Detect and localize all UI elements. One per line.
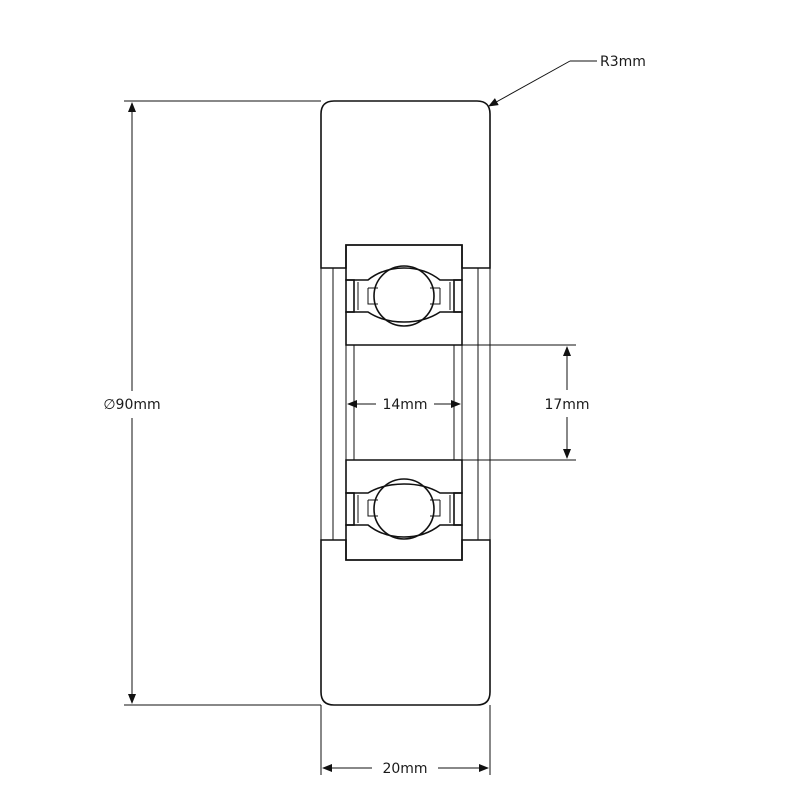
dimension-corner-radius: R3mm <box>488 54 646 107</box>
bearing-width-label: 14mm <box>382 397 427 413</box>
dimension-outer-diameter: ∅90mm <box>103 100 321 706</box>
bearing-upper <box>345 244 463 346</box>
corner-radius-label: R3mm <box>600 54 646 70</box>
dimension-width: 20mm <box>320 705 491 777</box>
tyre-lower-section <box>320 539 491 706</box>
tyre-upper-section <box>320 100 491 269</box>
width-label: 20mm <box>382 761 427 777</box>
bearing-lower <box>345 459 463 561</box>
outer-diameter-label: ∅90mm <box>103 397 160 413</box>
tyre-inner-edges <box>320 268 491 540</box>
bore-label: 17mm <box>544 397 589 413</box>
dimension-bearing-width: 14mm <box>347 397 461 413</box>
dimension-bore: 17mm <box>462 344 590 461</box>
